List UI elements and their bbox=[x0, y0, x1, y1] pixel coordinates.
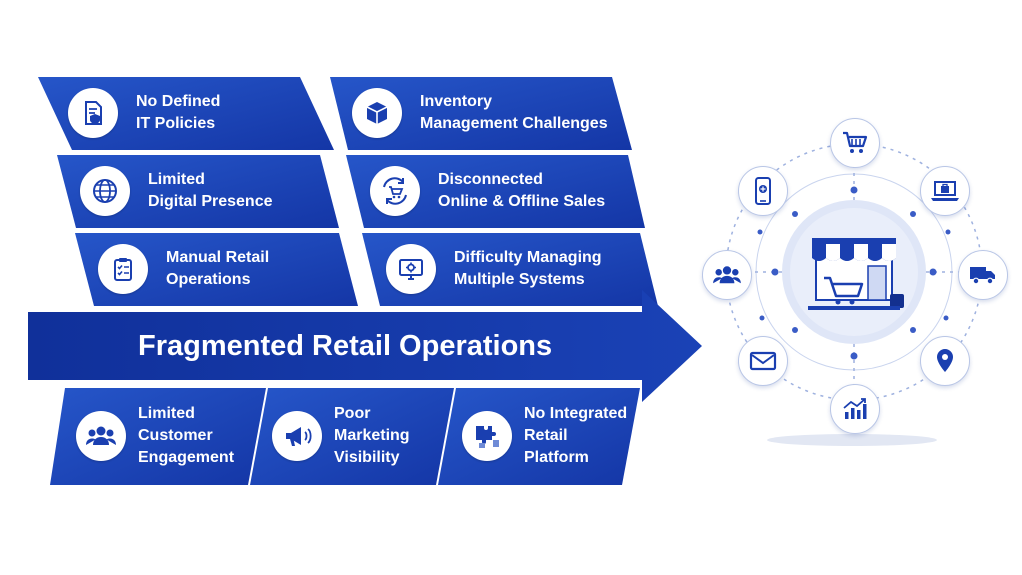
location-pin-icon bbox=[920, 336, 970, 386]
shopping-cart-icon bbox=[830, 118, 880, 168]
block-marketing-visibility: Poor Marketing Visibility bbox=[272, 403, 410, 469]
block-no-it-policies: No Defined IT Policies bbox=[68, 88, 220, 138]
block-customer-engagement: Limited Customer Engagement bbox=[76, 403, 234, 469]
policy-document-icon bbox=[68, 88, 118, 138]
cart-sync-icon bbox=[370, 166, 420, 216]
clipboard-checklist-icon bbox=[98, 244, 148, 294]
block-digital-presence: Limited Digital Presence bbox=[80, 166, 273, 216]
globe-icon bbox=[80, 166, 130, 216]
puzzle-icon bbox=[462, 411, 512, 461]
box-icon bbox=[352, 88, 402, 138]
block-label: No Integrated Retail Platform bbox=[524, 405, 628, 466]
block-label: Inventory Management Challenges bbox=[420, 93, 608, 132]
users-icon bbox=[76, 411, 126, 461]
block-integrated-platform: No Integrated Retail Platform bbox=[462, 403, 627, 469]
mobile-app-icon bbox=[738, 166, 788, 216]
block-inventory: Inventory Management Challenges bbox=[352, 88, 608, 138]
block-shape-manual-operations bbox=[75, 233, 358, 306]
block-shape-disconnected-sales bbox=[346, 155, 645, 228]
block-label: Poor Marketing Visibility bbox=[334, 405, 410, 466]
block-shape-no-it-policies bbox=[38, 77, 334, 150]
growth-chart-icon bbox=[830, 384, 880, 434]
users-icon bbox=[702, 250, 752, 300]
block-shape-inventory bbox=[330, 77, 632, 150]
block-shape-multiple-systems bbox=[362, 233, 658, 306]
banner-title: Fragmented Retail Operations bbox=[138, 330, 553, 362]
block-disconnected-sales: Disconnected Online & Offline Sales bbox=[370, 166, 605, 216]
block-label: No Defined IT Policies bbox=[136, 93, 221, 132]
monitor-gear-icon bbox=[386, 244, 436, 294]
block-label: Limited Customer Engagement bbox=[138, 405, 235, 466]
block-shape-digital-presence bbox=[57, 155, 339, 228]
block-manual-operations: Manual Retail Operations bbox=[98, 244, 269, 294]
banner-arrow-shape bbox=[28, 290, 702, 402]
delivery-truck-icon bbox=[958, 250, 1008, 300]
storefront-icon bbox=[808, 238, 904, 310]
megaphone-icon bbox=[272, 411, 322, 461]
block-label: Disconnected Online & Offline Sales bbox=[438, 171, 606, 210]
email-icon bbox=[738, 336, 788, 386]
block-multiple-systems: Difficulty Managing Multiple Systems bbox=[386, 244, 602, 294]
laptop-bag-icon bbox=[920, 166, 970, 216]
block-label: Difficulty Managing Multiple Systems bbox=[454, 249, 602, 288]
block-label: Limited Digital Presence bbox=[148, 171, 273, 210]
block-label: Manual Retail Operations bbox=[166, 249, 270, 288]
